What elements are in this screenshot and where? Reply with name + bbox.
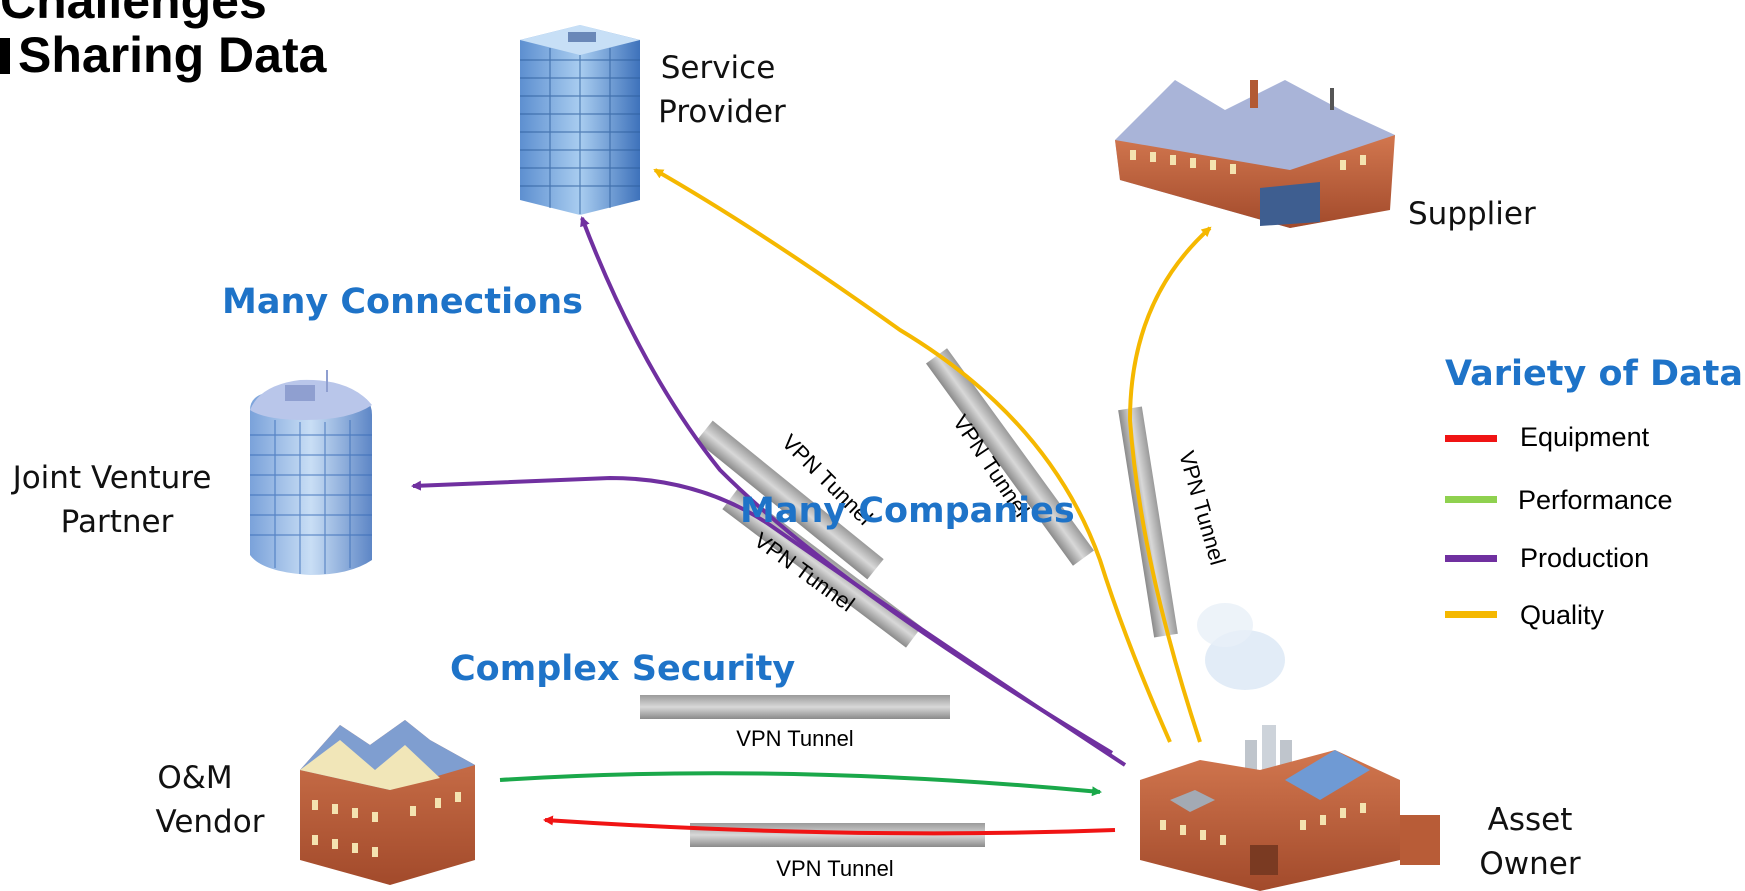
- tunnel-quality-service: [926, 348, 1094, 566]
- legend-swatch-production: [1445, 555, 1497, 562]
- flow-performance-om-vendor: [499, 771, 1102, 797]
- slide-title: Challenges Sharing Data: [0, 0, 328, 83]
- title-line-1: Challenges: [0, 0, 267, 29]
- tunnel-label-om: VPN Tunnel: [736, 726, 853, 751]
- service-provider-building-icon: [520, 25, 640, 215]
- legend-title: Variety of Data: [1445, 354, 1743, 394]
- tunnel-label-quality-supplier: VPN Tunnel: [1174, 448, 1230, 568]
- asset-owner-factory-icon: [1140, 603, 1440, 891]
- title-cropped-glyph: [0, 38, 10, 74]
- flow-quality-to-supplier: [1127, 226, 1212, 743]
- service-provider-label-line-2: Provider: [658, 94, 786, 130]
- legend: Variety of Data Equipment Performance Pr…: [1445, 354, 1743, 630]
- joint-venture-label-line-1: Joint Venture: [11, 460, 212, 496]
- joint-venture-building-icon: [250, 370, 372, 575]
- tunnel-om-vendor: [640, 695, 950, 719]
- title-line-2: Sharing Data: [18, 27, 328, 83]
- supplier-factory-icon: [1115, 80, 1395, 228]
- tunnel-label-equipment: VPN Tunnel: [776, 856, 893, 881]
- callouts: Many Connections Many Companies Complex …: [222, 282, 1075, 689]
- asset-owner-label-line-2: Owner: [1479, 846, 1580, 882]
- callout-complex-security: Complex Security: [450, 649, 795, 689]
- flow-lines: [411, 168, 1212, 836]
- node-labels: Service Provider Supplier Joint Venture …: [11, 50, 1581, 882]
- legend-swatch-equipment: [1445, 435, 1497, 442]
- legend-label-quality: Quality: [1520, 600, 1605, 630]
- legend-label-equipment: Equipment: [1520, 422, 1650, 452]
- flow-production-to-joint-venture: [411, 475, 1127, 767]
- asset-owner-label-line-1: Asset: [1488, 802, 1573, 838]
- service-provider-label-line-1: Service: [661, 50, 776, 86]
- tunnel-production-upper: [696, 420, 884, 580]
- legend-swatch-performance: [1445, 496, 1497, 503]
- callout-many-companies: Many Companies: [740, 491, 1075, 531]
- legend-label-performance: Performance: [1518, 485, 1673, 515]
- flow-equipment-to-om-vendor: [543, 815, 1116, 836]
- legend-label-production: Production: [1520, 543, 1649, 573]
- flow-quality-to-service-provider: [653, 168, 1172, 743]
- om-vendor-label-line-1: O&M: [157, 760, 232, 796]
- callout-many-connections: Many Connections: [222, 282, 583, 322]
- supplier-label: Supplier: [1408, 196, 1536, 232]
- joint-venture-label-line-2: Partner: [61, 504, 174, 540]
- tunnel-quality-supplier: [1118, 406, 1178, 638]
- om-vendor-building-icon: [300, 720, 475, 885]
- om-vendor-label-line-2: Vendor: [156, 804, 265, 840]
- legend-swatch-quality: [1445, 611, 1497, 618]
